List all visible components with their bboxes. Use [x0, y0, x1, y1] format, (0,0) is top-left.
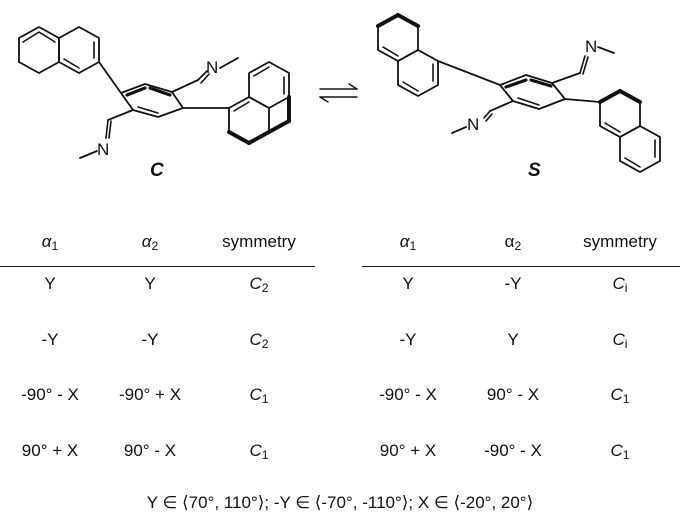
symmetry-cell: C2 [249, 274, 269, 296]
imine-n-label: N [585, 37, 597, 56]
angle-cell: -Y [41, 330, 59, 349]
angle-cell: Y [507, 330, 519, 349]
angle-cell: Y [402, 274, 414, 293]
conformer-s-structure [376, 13, 661, 173]
symmetry-cell: C1 [610, 441, 630, 463]
angle-cell: 90° - X [486, 385, 540, 404]
header-rule [362, 266, 680, 268]
imine-n-label: N [97, 140, 109, 159]
angle-cell: Y [44, 274, 56, 293]
imine-n-label: N [206, 58, 218, 77]
angle-cell: -Y [504, 274, 522, 293]
symmetry-cell: C1 [249, 441, 269, 463]
symmetry-cell: C1 [249, 385, 269, 407]
angle-cell: 90° + X [21, 441, 79, 460]
header-rule [0, 266, 315, 268]
symmetry-cell: C1 [610, 385, 630, 407]
column-header: α1 [41, 232, 59, 254]
conformer-c-label: C [150, 160, 164, 181]
range-definitions-footnote: Y ∈ ⟨70°, 110°⟩; -Y ∈ ⟨-70°, -110°⟩; X ∈… [146, 493, 534, 512]
conformer-c-structure [18, 26, 291, 159]
angle-cell: -90° - X [21, 385, 79, 404]
conformer-equilibrium-scheme: N N N N [18, 13, 661, 173]
angle-cell: -90° - X [484, 441, 542, 460]
conformer-s-label: S [528, 160, 541, 181]
column-header: α2 [504, 232, 522, 254]
angle-cell: 90° + X [379, 441, 437, 460]
symmetry-cell: C2 [249, 330, 269, 352]
column-header: symmetry [583, 232, 657, 251]
imine-n-label: N [467, 115, 479, 134]
symmetry-cell: Ci [612, 330, 628, 352]
angle-cell: Y [144, 274, 156, 293]
column-header: α1 [399, 232, 417, 254]
angle-cell: -90° + X [118, 385, 182, 404]
angle-cell: -Y [399, 330, 417, 349]
symmetry-cell: Ci [612, 274, 628, 296]
angle-cell: 90° - X [123, 441, 177, 460]
equilibrium-arrows [319, 83, 358, 103]
column-header: symmetry [222, 232, 296, 251]
angle-cell: -90° - X [379, 385, 437, 404]
column-header: α2 [141, 232, 159, 254]
angle-cell: -Y [141, 330, 159, 349]
